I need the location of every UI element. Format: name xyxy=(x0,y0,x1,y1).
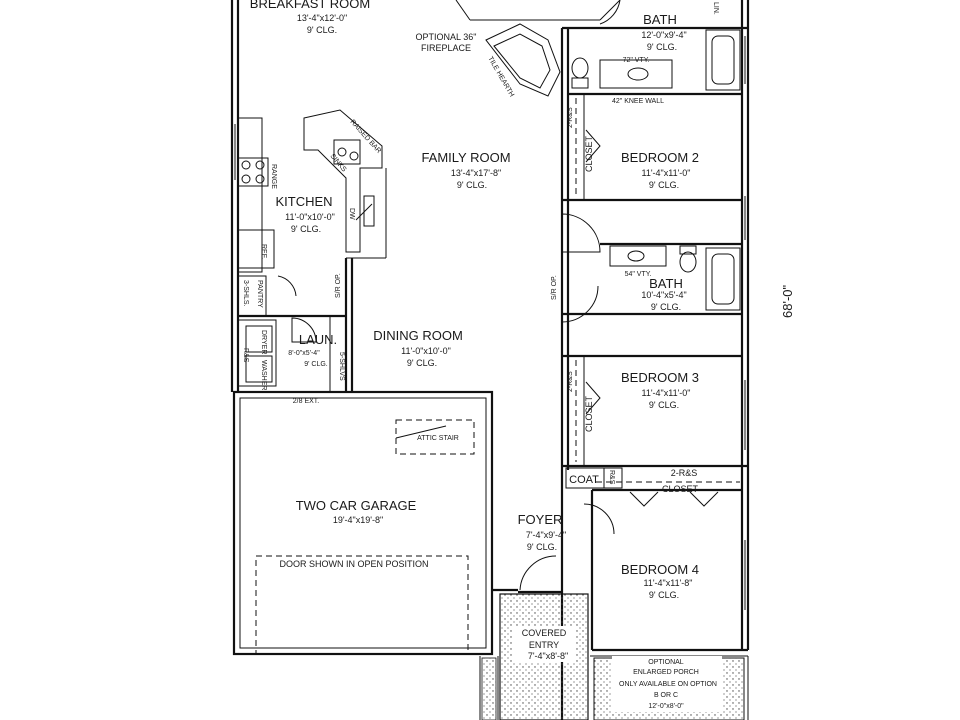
shelves-5-label: 5-SHLVS xyxy=(338,352,345,381)
porch-size: 12'-0"x8'-0" xyxy=(648,703,684,710)
garage-door-open xyxy=(255,555,469,655)
refrigerator xyxy=(237,229,275,269)
fireplace-note-1: OPTIONAL 36" xyxy=(416,32,477,42)
entry-line1: COVERED xyxy=(522,628,567,638)
dining-name: DINING ROOM xyxy=(373,328,463,343)
attic-stair xyxy=(395,419,475,455)
porch-line4: B OR C xyxy=(654,692,678,699)
closet-b4-word: CLOSET xyxy=(662,484,699,494)
fireplace-note-2: FIREPLACE xyxy=(421,43,471,53)
closet-b3-word: CLOSET xyxy=(584,395,594,432)
garage-size: 19'-4"x19'-8" xyxy=(333,515,383,525)
foyer-size: 7'-4"x9'-4" xyxy=(526,530,566,540)
sr-op-hall-label: S/R OP. xyxy=(551,275,558,300)
attic-stair-label: ATTIC STAIR xyxy=(417,435,459,442)
kitchen-clg: 9' CLG. xyxy=(291,224,321,234)
dining-clg: 9' CLG. xyxy=(407,358,437,368)
closets xyxy=(565,98,740,507)
windows xyxy=(234,36,746,610)
linen-label: LIN. xyxy=(712,2,719,15)
breakfast-name: BREAKFAST ROOM xyxy=(250,0,370,11)
breakfast-size: 13'-4"x12'-0" xyxy=(297,13,347,23)
porch-line3: ONLY AVAILABLE ON OPTION xyxy=(619,681,717,688)
shelves-3-label: 3-SHLS. xyxy=(242,280,249,307)
dryer-label: DRYER xyxy=(260,330,267,354)
bath1-clg: 9' CLG. xyxy=(647,42,677,52)
washer-label: WASHER xyxy=(260,360,267,390)
bedroom4-name: BEDROOM 4 xyxy=(621,562,699,577)
bath2-clg: 9' CLG. xyxy=(651,302,681,312)
ref-label: REF. xyxy=(260,244,267,259)
walls xyxy=(230,0,750,720)
closet-b3-rs: 2-R&S xyxy=(567,371,574,392)
family-size: 13'-4"x17'-8" xyxy=(451,168,501,178)
porch-line2: ENLARGED PORCH xyxy=(633,669,699,676)
pantry-box xyxy=(237,275,267,317)
bath2-size: 10'-4"x5'-4" xyxy=(641,290,686,300)
knee-wall-label: 42" KNEE WALL xyxy=(612,98,664,105)
closet-b2-word: CLOSET xyxy=(584,135,594,172)
breakfast-clg: 9' CLG. xyxy=(307,25,337,35)
sr-op-kitchen-label: S/R OP. xyxy=(335,273,342,298)
kitchen-name: KITCHEN xyxy=(275,194,332,209)
laundry-door-label: 2/8 EXT. xyxy=(293,398,320,405)
kitchen-size: 11'-0"x10'-0" xyxy=(285,212,335,222)
entry-line2: ENTRY xyxy=(529,640,559,650)
entry-size: 7'-4"x8'-8" xyxy=(528,651,568,661)
room-labels: BREAKFAST ROOM 13'-4"x12'-0" 9' CLG. FAM… xyxy=(250,0,717,710)
bedroom4-clg: 9' CLG. xyxy=(649,590,679,600)
bath2-name: BATH xyxy=(649,276,683,291)
vty-54-label: 54" VTY. xyxy=(625,271,652,278)
porch-line1: OPTIONAL xyxy=(648,659,684,666)
laundry-fixtures xyxy=(237,317,317,387)
raised-bar-label: RAISED BAR xyxy=(349,119,383,155)
closet-b2-rs: 2-R&S xyxy=(567,107,574,128)
laundry-size: 8'-0"x5'-4" xyxy=(288,350,320,357)
bath1-size: 12'-0"x9'-4" xyxy=(641,30,686,40)
bedroom2-name: BEDROOM 2 xyxy=(621,150,699,165)
range-label: RANGE xyxy=(270,164,277,189)
bath-fixtures xyxy=(571,29,741,311)
dining-size: 11'-0"x10'-0" xyxy=(401,346,451,356)
closet-b4-rs: 2-R&S xyxy=(671,468,698,478)
covered-entry-label-bg xyxy=(512,626,576,662)
bath1-name: BATH xyxy=(643,12,677,27)
dw-label: DW xyxy=(348,208,355,220)
bedroom3-size: 11'-4"x11'-0" xyxy=(641,388,690,398)
family-name: FAMILY ROOM xyxy=(421,150,510,165)
foyer-name: FOYER xyxy=(518,512,563,527)
range xyxy=(237,157,269,187)
foyer-clg: 9' CLG. xyxy=(527,542,557,552)
bedroom2-size: 11'-4"x11'-0" xyxy=(641,168,690,178)
bedroom3-name: BEDROOM 3 xyxy=(621,370,699,385)
vty-72-label: 72" VTY. xyxy=(623,57,650,64)
overall-depth-dimension: 68'-0" xyxy=(780,284,795,318)
garage-name: TWO CAR GARAGE xyxy=(296,498,417,513)
laundry-name: LAUN. xyxy=(299,332,337,347)
kitchen-fixtures xyxy=(237,109,383,317)
fireplace xyxy=(485,23,561,97)
rs-label: R&S xyxy=(608,470,615,485)
bedroom2-clg: 9' CLG. xyxy=(649,180,679,190)
coat-label: COAT xyxy=(569,474,599,486)
bedroom3-clg: 9' CLG. xyxy=(649,400,679,410)
tile-hearth-label: TILE HEARTH xyxy=(486,56,515,99)
bedroom4-size: 11'-4"x11'-8" xyxy=(643,578,692,588)
family-clg: 9' CLG. xyxy=(457,180,487,190)
rs-laundry-label: R&S xyxy=(242,348,249,363)
porch-label-bg xyxy=(612,656,722,712)
door-swings xyxy=(277,0,621,591)
garage-door-note: DOOR SHOWN IN OPEN POSITION xyxy=(279,559,428,569)
pantry-label: PANTRY xyxy=(256,280,263,308)
laundry-clg: 9' CLG. xyxy=(304,361,328,368)
porch-left-strip xyxy=(481,657,497,720)
